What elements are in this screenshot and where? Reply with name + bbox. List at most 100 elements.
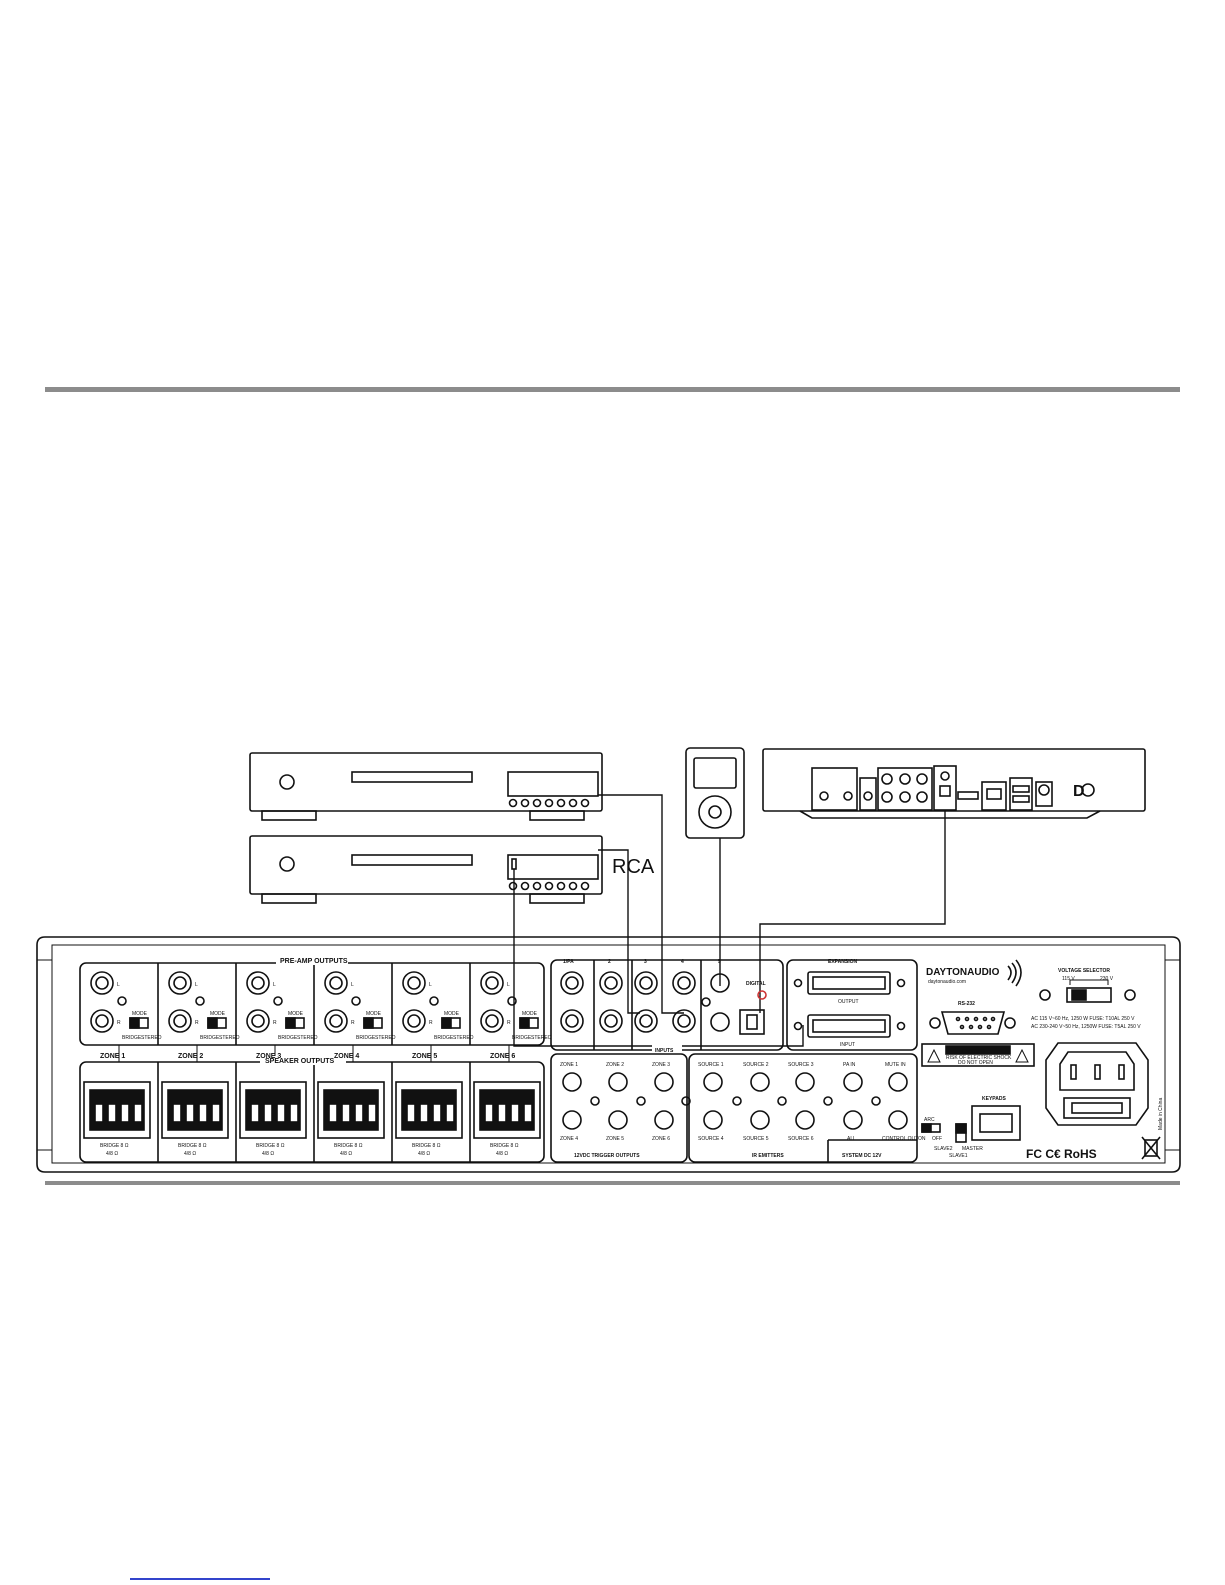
arc-off-label: OFF [932, 1136, 942, 1142]
amp-labels: PRE-AMP OUTPUTS SPEAKER OUTPUTS ZONE 1 Z… [100, 956, 1164, 1161]
ir-source-3: SOURCE 3 [788, 1062, 814, 1068]
zone-3-label: ZONE 3 [256, 1053, 281, 1060]
zone-1-r-label: R [117, 1020, 121, 1026]
zone-3-ohm: 4/8 Ω [262, 1151, 274, 1157]
zone-1-bridge-label: BRIDGE [122, 1035, 142, 1041]
zone-5-ohm: 4/8 Ω [418, 1151, 430, 1157]
zone-4-l-label: L [351, 982, 354, 988]
zone-2-ohm: 4/8 Ω [184, 1151, 196, 1157]
ir-source-2: SOURCE 2 [743, 1062, 769, 1068]
amplifier-chassis [36, 936, 1181, 1173]
trigger-jacks [562, 1072, 691, 1130]
pa-in-label: PA IN [843, 1062, 856, 1068]
zone-1-bridge-ohm: BRIDGE 8 Ω [100, 1143, 129, 1149]
tv-streaming-box: D [762, 748, 1146, 819]
keypads-label: KEYPADS [982, 1096, 1006, 1102]
zone-2-bridge-label: BRIDGE [200, 1035, 220, 1041]
caution-title: CAUTION [962, 1049, 985, 1055]
brand-name: DAYTONAUDIO [926, 967, 1000, 978]
arc-on-label: ON [918, 1136, 926, 1142]
preamp-outputs-panel [79, 962, 545, 1046]
trigger-zone-1: ZONE 1 [560, 1062, 578, 1068]
expansion-title: EXPANSION [828, 959, 857, 965]
made-in-label: Made in China [1158, 1098, 1164, 1130]
zone-5-l-label: L [429, 982, 432, 988]
expansion-input-label: INPUT [840, 1042, 855, 1048]
rca-callout: RCA [612, 856, 655, 878]
zone-6-ohm: 4/8 Ω [496, 1151, 508, 1157]
input-5-label: 5 [718, 959, 721, 965]
input-1-label: 1/PA [563, 959, 574, 965]
preamp-jacks [90, 971, 539, 1033]
expansion-panel [786, 959, 918, 1051]
zone-1-mode-label: MODE [132, 1011, 148, 1017]
zone-5-bridge-label: BRIDGE [434, 1035, 454, 1041]
voltage-selector-label: VOLTAGE SELECTOR [1058, 968, 1110, 974]
zone-5-bridge-ohm: BRIDGE 8 Ω [412, 1143, 441, 1149]
zone-4-ohm: 4/8 Ω [340, 1151, 352, 1157]
zone-3-l-label: L [273, 982, 276, 988]
preamp-outputs-title: PRE-AMP OUTPUTS [280, 958, 348, 965]
zone-6-r-label: R [507, 1020, 511, 1026]
caution-line-2: DO NOT OPEN [958, 1060, 993, 1066]
voltage-230-label: 230 V [1100, 976, 1114, 982]
svg-text:D: D [1073, 783, 1085, 800]
certification-marks: FC C€ RoHS [1026, 1147, 1097, 1161]
expansion-output-label: OUTPUT [838, 999, 859, 1005]
master-slave-switch [955, 1123, 967, 1143]
zone-5-label: ZONE 5 [412, 1053, 437, 1060]
zone-4-stereo-label: STEREO [375, 1035, 396, 1041]
zone-6-bridge-ohm: BRIDGE 8 Ω [490, 1143, 519, 1149]
trigger-outputs-title: 12VDC TRIGGER OUTPUTS [574, 1153, 640, 1159]
top-divider [45, 387, 1180, 392]
voltage-selector-switch [1039, 979, 1136, 1003]
cd-player-1-buttons [508, 798, 590, 808]
bottom-divider [45, 1181, 1180, 1185]
cd-player-2 [249, 835, 603, 904]
cd-player-1 [249, 752, 603, 821]
master-label: MASTER [962, 1146, 983, 1152]
zone-3-mode-label: MODE [288, 1011, 304, 1017]
ac-rating-line-2: AC 230-240 V~50 Hz, 1250W FUSE: T5AL 250… [1031, 1024, 1141, 1030]
footer-link-underline[interactable] [130, 1578, 270, 1580]
control-out-label: CONTROL OUT [882, 1136, 918, 1142]
input-4-label: 4 [681, 959, 684, 965]
caution-line-1: RISK OF ELECTRIC SHOCK [946, 1055, 1012, 1061]
zone-6-label: ZONE 6 [490, 1053, 515, 1060]
trigger-zone-4: ZONE 4 [560, 1136, 578, 1142]
speaker-terminals [83, 1081, 541, 1139]
ir-source-4: SOURCE 4 [698, 1136, 724, 1142]
trigger-zone-2: ZONE 2 [606, 1062, 624, 1068]
zone-4-bridge-label: BRIDGE [356, 1035, 376, 1041]
rs232-label: RS-232 [958, 1001, 975, 1007]
trigger-zone-5: ZONE 5 [606, 1136, 624, 1142]
weee-bin-icon [1141, 1136, 1161, 1160]
rs232-port [929, 1011, 1016, 1035]
trigger-zone-3: ZONE 3 [652, 1062, 670, 1068]
ir-all-label: ALL [847, 1136, 856, 1142]
zone-3-r-label: R [273, 1020, 277, 1026]
input-3-label: 3 [644, 959, 647, 965]
zone-1-ohm: 4/8 Ω [106, 1151, 118, 1157]
voltage-115-label: 115 V [1062, 976, 1075, 982]
zone-6-bridge-label: BRIDGE [512, 1035, 532, 1041]
zone-2-mode-label: MODE [210, 1011, 226, 1017]
expansion-connectors [793, 971, 906, 1038]
ir-emitters-panel [688, 1053, 918, 1163]
zone-3-bridge-label: BRIDGE [278, 1035, 298, 1041]
brand-url: daytonaudio.com [928, 979, 966, 985]
ir-emitters-title: IR EMITTERS [752, 1153, 784, 1159]
zone-5-r-label: R [429, 1020, 433, 1026]
signal-cables [513, 794, 946, 1047]
input-jacks [560, 971, 767, 1035]
zone-2-l-label: L [195, 982, 198, 988]
zone-4-r-label: R [351, 1020, 355, 1026]
zone-5-stereo-label: STEREO [453, 1035, 474, 1041]
keypads-port [971, 1105, 1021, 1141]
zone-4-label: ZONE 4 [334, 1053, 359, 1060]
zone-1-l-label: L [117, 982, 120, 988]
system-dc-label: SYSTEM DC 12V [842, 1153, 882, 1159]
trigger-outputs-panel [550, 1053, 688, 1163]
trigger-zone-6: ZONE 6 [652, 1136, 670, 1142]
